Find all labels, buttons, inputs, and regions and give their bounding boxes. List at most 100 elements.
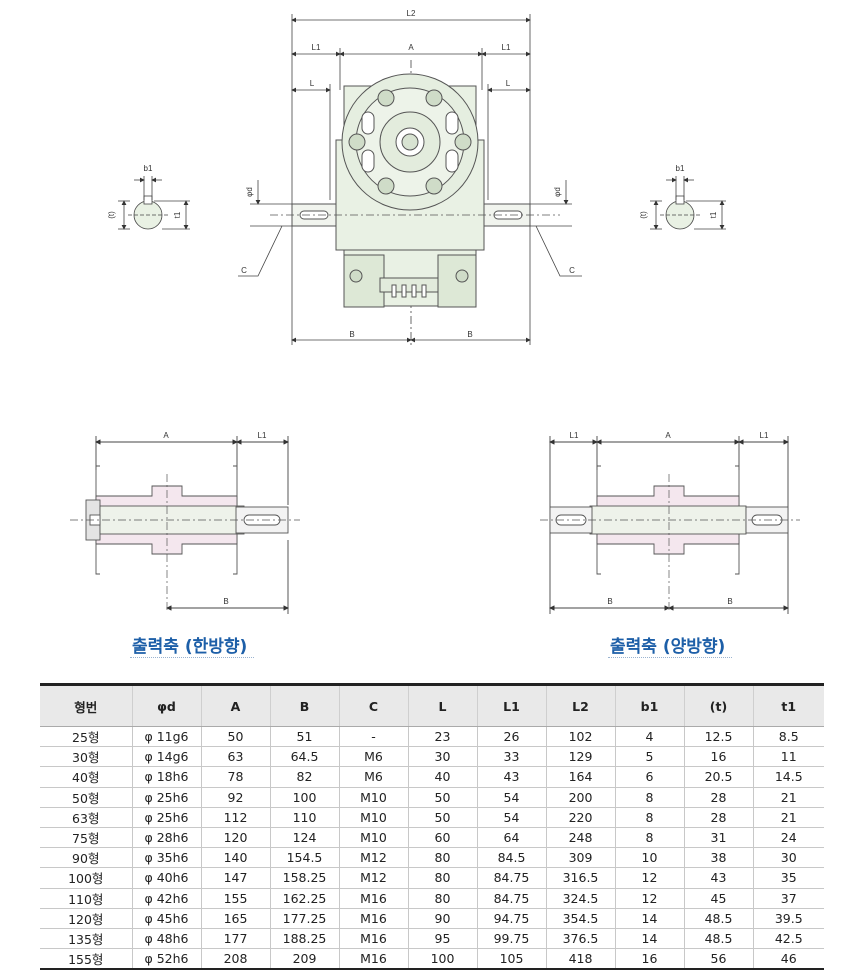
cell-L1: 99.75 xyxy=(476,927,547,950)
cell-t1: 35 xyxy=(752,867,824,889)
gear-reducer-front-view xyxy=(291,14,531,345)
dim-C-right: C xyxy=(569,266,575,275)
cell-A: 165 xyxy=(200,907,271,929)
col-header-L2: L2 xyxy=(545,683,616,727)
cell-t: 38 xyxy=(683,847,754,869)
cell-B: 51 xyxy=(269,725,340,748)
cell-A: 92 xyxy=(200,786,271,808)
cell-phid: φ 40h6 xyxy=(131,867,202,889)
cell-t: 12.5 xyxy=(683,725,754,748)
cell-t1: 46 xyxy=(752,948,824,970)
cell-model: 25형 xyxy=(40,725,133,748)
cell-B: 124 xyxy=(269,826,340,849)
dim-L1-left: L1 xyxy=(312,43,321,52)
cell-A: 63 xyxy=(200,746,271,768)
output-flange xyxy=(341,73,479,211)
cell-phid: φ 45h6 xyxy=(131,907,202,929)
cell-t: 28 xyxy=(683,806,754,828)
cell-L2: 102 xyxy=(545,725,616,748)
cell-model: 135형 xyxy=(40,927,133,950)
cell-t: 45 xyxy=(683,887,754,909)
cell-model: 100형 xyxy=(40,867,133,889)
cell-C: M16 xyxy=(338,927,409,950)
cell-model: 50형 xyxy=(40,786,133,808)
cell-b1: 8 xyxy=(614,826,685,849)
dim-L-right: L xyxy=(506,79,511,88)
cell-t: 48.5 xyxy=(683,927,754,950)
dim-phid-left: φd xyxy=(245,187,254,197)
cell-t: 43 xyxy=(683,867,754,889)
cell-C: M6 xyxy=(338,766,409,788)
cell-L1: 64 xyxy=(476,826,547,849)
cell-model: 63형 xyxy=(40,806,133,828)
two-side-dim-L1-right: L1 xyxy=(760,431,769,440)
cell-t: 16 xyxy=(683,746,754,768)
cell-L1: 84.75 xyxy=(476,867,547,889)
key-right-t: (t) xyxy=(639,211,648,219)
cell-t1: 8.5 xyxy=(752,725,824,748)
cell-L1: 26 xyxy=(476,725,547,748)
caption-one-side: 출력축 (한방향) xyxy=(132,637,248,657)
cell-A: 120 xyxy=(200,826,271,849)
cell-L: 30 xyxy=(407,746,478,768)
cell-L2: 418 xyxy=(545,948,616,970)
table-header-row: 형번 φd A B C L L1 L2 b1 (t) t1 xyxy=(40,683,824,727)
caption-one-side-underline xyxy=(130,657,254,658)
cell-t1: 21 xyxy=(752,786,824,808)
output-shaft-one-side xyxy=(70,436,300,614)
cell-C: M12 xyxy=(338,847,409,869)
key-left-b1: b1 xyxy=(144,164,153,173)
cell-B: 154.5 xyxy=(269,847,340,869)
one-side-dim-L1: L1 xyxy=(258,431,267,440)
cell-C: M10 xyxy=(338,826,409,849)
caption-two-side: 출력축 (양방향) xyxy=(610,637,726,657)
key-right-t1: t1 xyxy=(709,211,718,218)
cell-L1: 54 xyxy=(476,786,547,808)
col-header-C: C xyxy=(338,683,409,727)
cell-t1: 37 xyxy=(752,887,824,909)
two-side-dim-L1-left: L1 xyxy=(570,431,579,440)
cell-t1: 30 xyxy=(752,847,824,869)
cell-B: 188.25 xyxy=(269,927,340,950)
cell-phid: φ 14g6 xyxy=(131,746,202,768)
dim-L-left: L xyxy=(310,79,315,88)
cell-t: 20.5 xyxy=(683,766,754,788)
cell-t: 48.5 xyxy=(683,907,754,929)
col-header-model: 형번 xyxy=(40,683,133,727)
cell-C: M16 xyxy=(338,907,409,929)
cell-phid: φ 18h6 xyxy=(131,766,202,788)
cell-C: - xyxy=(338,725,409,748)
dim-B-left: B xyxy=(349,330,354,339)
cell-A: 177 xyxy=(200,927,271,950)
two-side-dim-B-left: B xyxy=(607,597,612,606)
key-section-left xyxy=(118,176,190,230)
cell-phid: φ 35h6 xyxy=(131,847,202,869)
cell-L1: 43 xyxy=(476,766,547,788)
col-header-t: (t) xyxy=(683,683,754,727)
cell-model: 75형 xyxy=(40,826,133,849)
key-left-t1: t1 xyxy=(173,211,182,218)
cell-model: 40형 xyxy=(40,766,133,788)
cell-b1: 14 xyxy=(614,927,685,950)
cell-L: 100 xyxy=(407,948,478,970)
cell-phid: φ 42h6 xyxy=(131,887,202,909)
col-header-phid: φd xyxy=(131,683,202,727)
cell-phid: φ 28h6 xyxy=(131,826,202,849)
cell-model: 120형 xyxy=(40,907,133,929)
cell-L: 50 xyxy=(407,806,478,828)
cell-L: 40 xyxy=(407,766,478,788)
top-dim-labels: L2 L1 A L1 L L φd φd C C B B xyxy=(241,9,575,339)
key-right-b1: b1 xyxy=(676,164,685,173)
cell-L1: 84.75 xyxy=(476,887,547,909)
cell-C: M16 xyxy=(338,887,409,909)
